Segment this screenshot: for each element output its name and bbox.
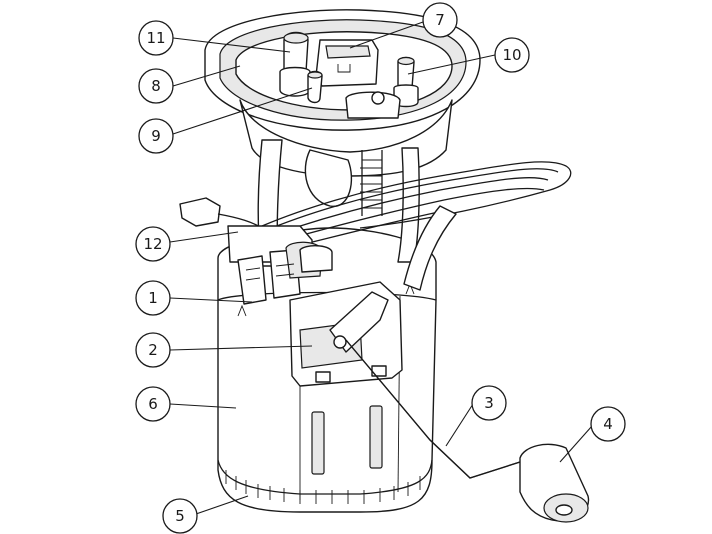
pump-head [227, 225, 333, 305]
callout-11: 11 [138, 20, 174, 56]
return-port [307, 70, 323, 104]
leader-lines [169, 21, 593, 515]
float-arm [345, 339, 521, 479]
callout-9: 9 [138, 118, 174, 154]
level-sensor-housing [289, 281, 403, 387]
callout-1-label: 1 [148, 289, 158, 307]
electrical-connector [315, 39, 379, 87]
callout-10-label: 10 [502, 46, 521, 64]
callout-3: 3 [471, 385, 507, 421]
callout-12-label: 12 [143, 235, 162, 253]
callout-7: 7 [422, 2, 458, 38]
callout-8: 8 [138, 68, 174, 104]
callout-2-label: 2 [148, 341, 158, 359]
callout-10: 10 [494, 37, 530, 73]
callout-9-label: 9 [151, 127, 161, 145]
callout-11-label: 11 [146, 29, 165, 47]
flange-cap [345, 91, 401, 119]
callout-4: 4 [590, 406, 626, 442]
float [519, 443, 590, 523]
callout-5: 5 [162, 498, 198, 534]
callout-4-label: 4 [603, 415, 613, 433]
callout-5-label: 5 [175, 507, 185, 525]
hose-bundle [179, 161, 572, 291]
callout-8-label: 8 [151, 77, 161, 95]
callout-6: 6 [135, 386, 171, 422]
callout-6-label: 6 [148, 395, 158, 413]
callout-2: 2 [135, 332, 171, 368]
callout-12: 12 [135, 226, 171, 262]
fuel-outlet-port [279, 31, 311, 97]
callout-7-label: 7 [435, 11, 445, 29]
callout-1: 1 [135, 280, 171, 316]
callout-3-label: 3 [484, 394, 494, 412]
